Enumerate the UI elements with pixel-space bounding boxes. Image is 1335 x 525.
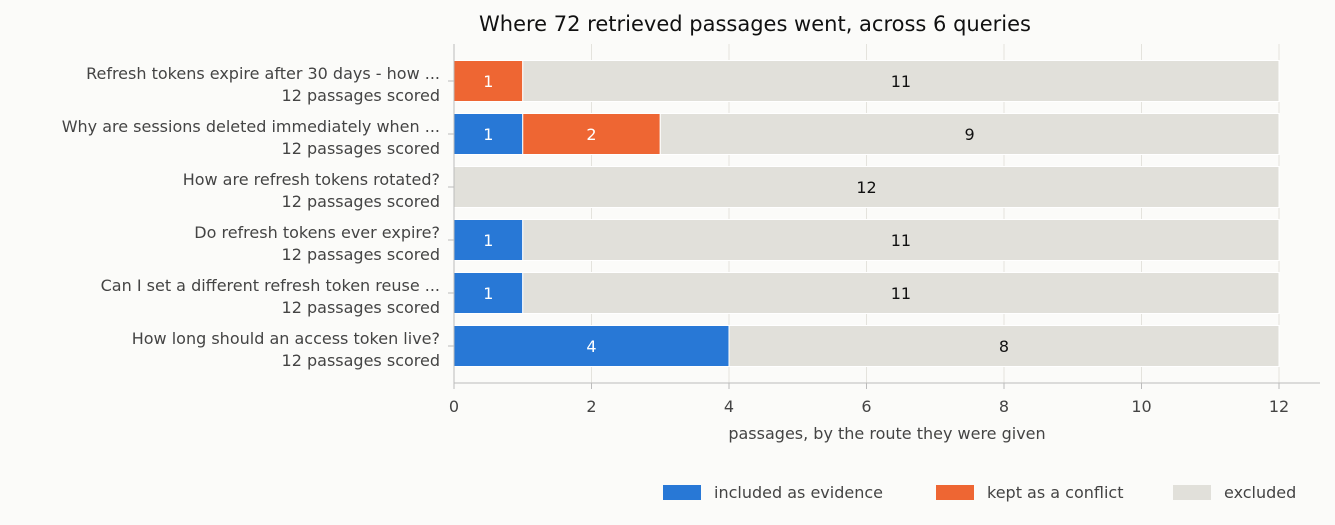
bar-segment — [522, 272, 1280, 314]
bar-segment — [522, 113, 661, 155]
bar-segment — [453, 113, 524, 155]
data-label: 1 — [483, 284, 493, 303]
bar-segment — [453, 272, 524, 314]
data-label: 2 — [586, 125, 596, 144]
data-label: 11 — [891, 284, 911, 303]
data-label: 12 — [856, 178, 876, 197]
category-label: How long should an access token live? — [132, 329, 440, 348]
category-label: Why are sessions deleted immediately whe… — [62, 117, 440, 136]
legend-swatch — [936, 485, 974, 500]
bar-segment — [453, 325, 730, 367]
x-tick-label: 8 — [999, 397, 1009, 416]
x-tick-label: 4 — [724, 397, 734, 416]
legend-label: kept as a conflict — [987, 483, 1124, 502]
legend-label: included as evidence — [714, 483, 883, 502]
category-label: Can I set a different refresh token reus… — [101, 276, 440, 295]
data-label: 1 — [483, 72, 493, 91]
category-label: Do refresh tokens ever expire? — [194, 223, 440, 242]
data-label: 1 — [483, 231, 493, 250]
legend-swatch — [1173, 485, 1211, 500]
bar-segment — [728, 325, 1280, 367]
category-sublabel: 12 passages scored — [282, 351, 440, 370]
axes — [453, 44, 1320, 384]
data-label: 4 — [586, 337, 596, 356]
legend-swatch — [663, 485, 701, 500]
chart-title: Where 72 retrieved passages went, across… — [479, 12, 1031, 36]
data-label: 8 — [999, 337, 1009, 356]
x-tick-label: 6 — [861, 397, 871, 416]
data-label: 9 — [965, 125, 975, 144]
x-axis-ticks: 0 2 4 6 8 10 12 — [449, 383, 1289, 416]
bar-segment — [453, 166, 1280, 208]
data-label: 1 — [483, 125, 493, 144]
y-axis-labels: Refresh tokens expire after 30 days - ho… — [62, 64, 454, 370]
x-tick-label: 10 — [1131, 397, 1151, 416]
x-axis-label: passages, by the route they were given — [728, 424, 1045, 443]
data-label: 11 — [891, 72, 911, 91]
legend-label: excluded — [1224, 483, 1296, 502]
category-label: How are refresh tokens rotated? — [183, 170, 440, 189]
bar-segment — [659, 113, 1280, 155]
legend: included as evidence kept as a conflict ex… — [663, 483, 1296, 502]
category-sublabel: 12 passages scored — [282, 245, 440, 264]
x-tick-label: 0 — [449, 397, 459, 416]
data-label: 11 — [891, 231, 911, 250]
bar-segment — [522, 219, 1280, 261]
x-tick-label: 2 — [586, 397, 596, 416]
bar-segment — [522, 60, 1280, 102]
x-tick-label: 12 — [1269, 397, 1289, 416]
category-sublabel: 12 passages scored — [282, 86, 440, 105]
category-sublabel: 12 passages scored — [282, 139, 440, 158]
category-sublabel: 12 passages scored — [282, 192, 440, 211]
category-sublabel: 12 passages scored — [282, 298, 440, 317]
category-label: Refresh tokens expire after 30 days - ho… — [86, 64, 440, 83]
